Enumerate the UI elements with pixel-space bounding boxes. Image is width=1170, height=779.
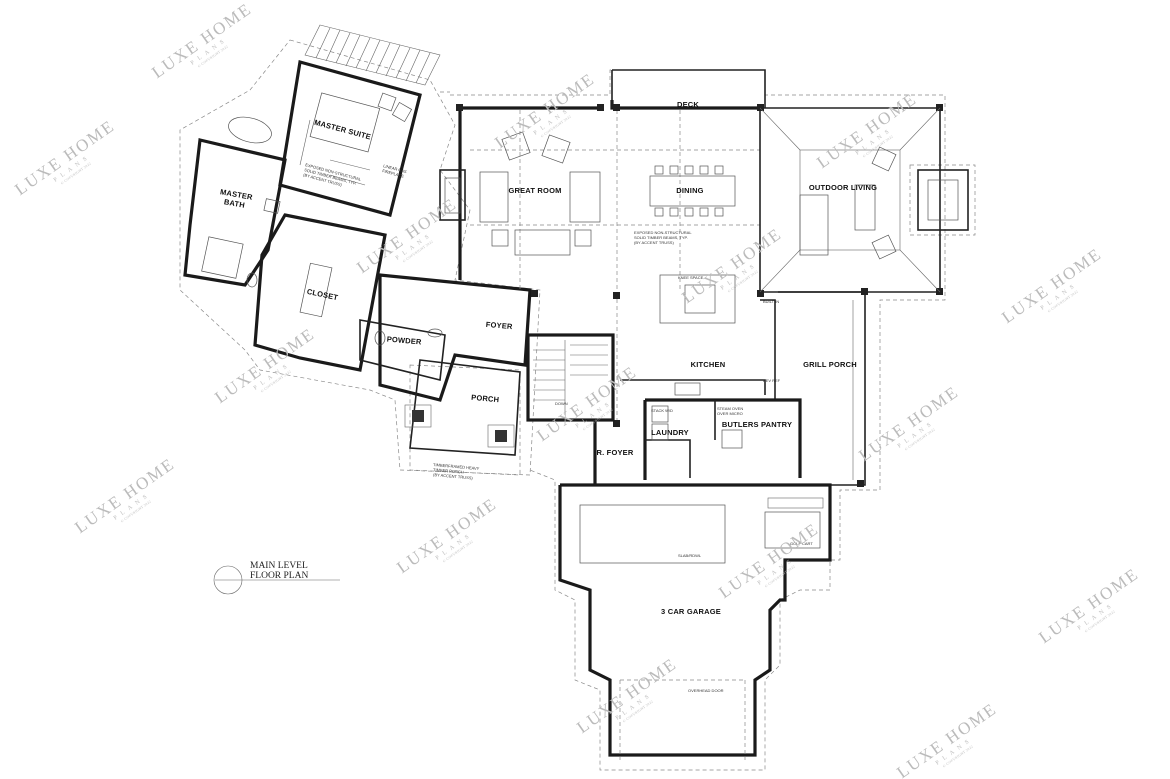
note-stair-down: DOWN xyxy=(555,401,568,406)
plan-title: MAIN LEVEL FLOOR PLAN xyxy=(250,561,308,581)
watermark: LUXE HOME PLANS © COPYRIGHT 2022 xyxy=(533,362,640,445)
stair xyxy=(526,333,615,422)
note-golf-cart: GOLF CART xyxy=(790,541,813,546)
room-label-outdoor-living: OUTDOOR LIVING xyxy=(809,183,877,192)
room-label-foyer: FOYER xyxy=(485,320,513,331)
svg-text:LUXE HOME: LUXE HOME xyxy=(813,89,920,172)
note-speed-micro: OVER MICRO xyxy=(717,411,743,416)
room-label-porch: PORCH xyxy=(471,393,500,404)
watermarks: LUXE HOME PLANS © COPYRIGHT 2022 LUXE HO… xyxy=(11,0,1142,779)
watermark: LUXE HOME PLANS © COPYRIGHT 2022 xyxy=(491,69,598,152)
note-timber-porch-3: (BY ACCENT TRUSS) xyxy=(433,472,474,481)
svg-text:LUXE HOME: LUXE HOME xyxy=(998,244,1105,327)
room-label-master-bath-2: BATH xyxy=(223,197,245,210)
note-great-beam-1: EXPOSED NON-STRUCTURAL xyxy=(634,230,692,235)
svg-text:LUXE HOME: LUXE HOME xyxy=(71,454,178,537)
entry-wing xyxy=(359,273,532,456)
note-bev-ref: BEV REF xyxy=(763,378,781,383)
note-fireplace-2: FIREPLACE xyxy=(382,168,405,179)
room-label-grill-porch: GRILL PORCH xyxy=(803,360,857,369)
room-label-butlers-pantry: BUTLERS PANTRY xyxy=(722,420,792,429)
svg-text:LUXE HOME: LUXE HOME xyxy=(353,194,460,277)
watermark: LUXE HOME PLANS © COPYRIGHT 2022 xyxy=(11,116,118,199)
plan-title-line1: MAIN LEVEL xyxy=(250,561,308,571)
note-built-in: BUILT IN xyxy=(763,299,779,304)
room-label-laundry: LAUNDRY xyxy=(651,428,689,437)
svg-text:LUXE HOME: LUXE HOME xyxy=(678,224,785,307)
main-block xyxy=(439,69,943,487)
room-label-deck: DECK xyxy=(677,100,699,109)
room-label-great-room: GREAT ROOM xyxy=(508,186,561,195)
svg-text:LUXE HOME: LUXE HOME xyxy=(148,0,255,82)
plan-title-line2: FLOOR PLAN xyxy=(250,571,308,581)
outdoor-living-structure xyxy=(759,107,969,293)
note-overhead-door: OVERHEAD DOOR xyxy=(688,688,724,693)
note-fireplace-1: LINEAR GAS xyxy=(383,163,408,174)
room-label-r-foyer: R. FOYER xyxy=(596,448,633,457)
svg-text:LUXE HOME: LUXE HOME xyxy=(1035,564,1142,647)
watermark: LUXE HOME PLANS © COPYRIGHT 2022 xyxy=(1035,564,1142,647)
svg-text:LUXE HOME: LUXE HOME xyxy=(11,116,118,199)
watermark: LUXE HOME PLANS © COPYRIGHT 2022 xyxy=(211,324,318,407)
svg-text:LUXE HOME: LUXE HOME xyxy=(393,494,500,577)
svg-text:LUXE HOME: LUXE HOME xyxy=(893,699,1000,779)
note-timber-porch-1: TIMBERFRAMED HEAVY xyxy=(433,462,480,471)
room-label-closet: CLOSET xyxy=(306,287,339,302)
svg-text:LUXE HOME: LUXE HOME xyxy=(211,324,318,407)
watermark: LUXE HOME PLANS © COPYRIGHT 2022 xyxy=(998,244,1105,327)
garage-structure xyxy=(558,483,832,760)
plan-notes: EXPOSED NON-STRUCTURAL SOLID TIMBER BEAM… xyxy=(303,162,814,693)
watermark: LUXE HOME PLANS © COPYRIGHT 2022 xyxy=(148,0,255,82)
watermark: LUXE HOME PLANS © COPYRIGHT 2022 xyxy=(353,194,460,277)
room-label-kitchen: KITCHEN xyxy=(691,360,726,369)
room-label-dining: DINING xyxy=(676,186,703,195)
note-garage-slab: SLAB/RDWL xyxy=(678,553,702,558)
watermark: LUXE HOME PLANS © COPYRIGHT 2022 xyxy=(715,519,822,602)
service-wing xyxy=(593,398,802,485)
watermark: LUXE HOME PLANS © COPYRIGHT 2022 xyxy=(71,454,178,537)
note-knee-space: KNEE SPACE xyxy=(678,275,704,280)
svg-text:LUXE HOME: LUXE HOME xyxy=(533,362,640,445)
note-timber-porch-2: TIMBER PORCH xyxy=(433,467,464,475)
section-markers xyxy=(213,565,340,595)
note-great-beam-2: SOLID TIMBER BEAMS, TYP. xyxy=(634,235,688,240)
watermark: LUXE HOME PLANS © COPYRIGHT 2022 xyxy=(893,699,1000,779)
note-stack-wd: STACK W/D xyxy=(651,408,673,413)
watermark: LUXE HOME PLANS © COPYRIGHT 2022 xyxy=(855,382,962,465)
note-steam-oven: STEAM OVEN xyxy=(717,406,743,411)
svg-text:LUXE HOME: LUXE HOME xyxy=(491,69,598,152)
room-label-master-suite: MASTER SUITE xyxy=(313,118,372,142)
deck-stairs xyxy=(304,24,441,86)
room-label-garage: 3 CAR GARAGE xyxy=(661,607,721,616)
grill-porch-structure xyxy=(778,291,866,486)
master-wing xyxy=(183,59,422,372)
note-great-beam-3: (BY ACCENT TRUSS) xyxy=(634,240,674,245)
room-label-powder: POWDER xyxy=(386,335,422,347)
room-labels: DECK MASTER SUITE GREAT ROOM DINING OUTD… xyxy=(219,100,877,616)
watermark: LUXE HOME PLANS © COPYRIGHT 2022 xyxy=(393,494,500,577)
svg-text:LUXE HOME: LUXE HOME xyxy=(855,382,962,465)
